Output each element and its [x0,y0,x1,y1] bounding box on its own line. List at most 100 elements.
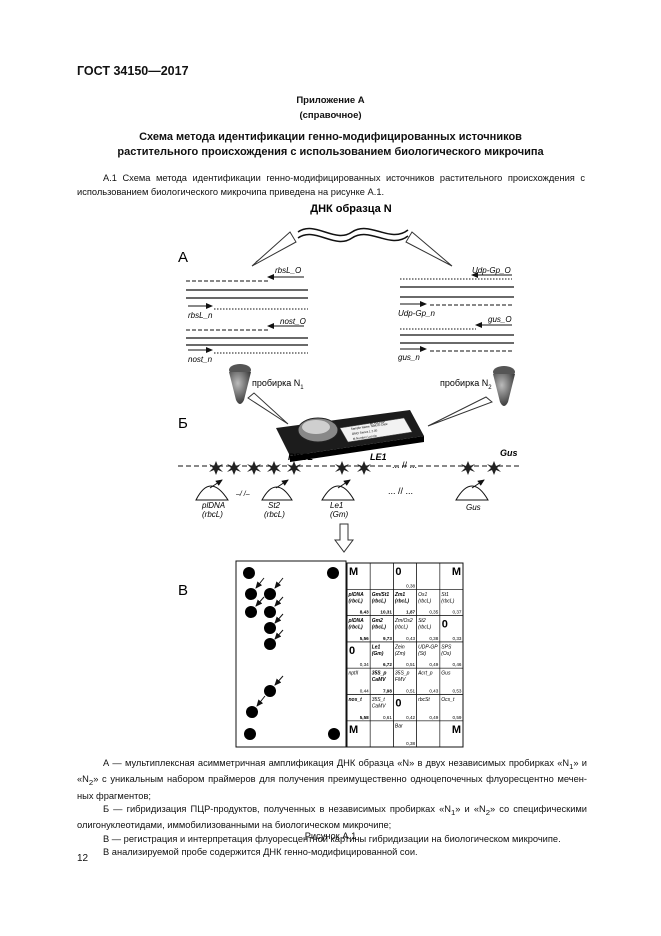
grid-cell-label: Ocs_t [441,697,455,703]
grid-cell-label: Zm/Os2 [394,618,413,624]
grid-cell-value: 0,44 [360,689,369,694]
primer-gus-o: gus_O [488,315,512,324]
grid-cell-label: Zm1 [394,592,406,598]
dna-wave-bottom [297,233,409,243]
legend-conclusion: В анализируемой пробе содержится ДНК ген… [103,847,418,858]
probe-pldna-sub: (rbcL) [202,510,223,519]
arrow-left-head [251,231,297,267]
dna-sample-label: ДНК образца N [310,203,392,215]
grid-cell-value: 0,33 [453,636,462,641]
grid-cell-label: M [349,724,358,736]
grid-cell-label: plDNA [348,618,365,624]
grid-cell-value: 0,37 [453,610,462,615]
arrow-down-to-chip [334,523,354,553]
grid-cell-value: 0,34 [360,662,369,667]
section-heading: Схема метода идентификации генно-модифиц… [0,130,661,160]
primer-gus-n: gus_n [398,353,420,362]
grid-cell-value: 7,98 [383,689,392,694]
grid-cell-label: CaMV [372,704,387,710]
intro-paragraph: А.1 Схема метода идентификации генно-мод… [77,173,585,197]
probe-ellipsis-bottom: ... // ... [388,486,413,496]
grid-cell-value: 0,38 [406,583,415,588]
fragment-sep: –/ /– [235,491,250,498]
legend-a: А — мультиплексная асимметричная амплифи… [77,758,587,801]
grid-cell-label: (rbcL) [418,625,431,631]
grid-cell-value: 0,61 [383,715,392,720]
chip-text-4: M Number Lot n/a [353,434,378,441]
grid-cell-label: 0 [349,645,355,657]
grid-cell-label: St1 [441,592,449,598]
probe-le1: Le1 [330,501,343,510]
primer-nost-n: nost_n [188,355,213,364]
grid-cell-label: 35S_p [372,671,387,677]
grid-cell-label: M [452,724,461,736]
primer-rbsl-n: rbsL_n [188,311,213,320]
grid-cell-label: (rbcL) [349,598,364,604]
figure-a1: ДНК образца N А rbsL_O rbsL_n nost_O nos… [178,203,520,748]
hybridization-spots [243,567,340,740]
grid-cell-label: Acrt_p [417,671,433,677]
grid-cell-label: 0 [395,698,401,710]
grid-cell-label: (Os) [441,651,451,657]
grid-cell-value: 0,35 [429,610,438,615]
panel-c-label: В [178,582,188,599]
fragment-arrows [209,479,485,489]
right-amplicons: Udp-Gp_O Udp-Gp_n gus_O gus_n [398,266,514,362]
probe-st2-sub: (rbcL) [264,510,285,519]
grid-cell-label: plDNA [348,592,365,598]
grid-cell-label: M [452,566,461,578]
probe-label-gus: Gus [500,448,518,458]
chip-text-3: GMO Series 1 2.05 [352,428,378,436]
grid-cell-label: (rbcL) [418,598,431,604]
probe-ellipsis-top: ... // ... [392,460,417,470]
dna-wave-top [297,227,409,237]
grid-cell-label: nptII [349,671,359,677]
left-amplicons: rbsL_O rbsL_n nost_O nost_n [186,266,308,364]
primer-udp-o: Udp-Gp_O [472,266,511,275]
grid-cell-label: Le1 [372,644,381,650]
panel-b-label: Б [178,415,188,432]
grid-cell-label: (Gm) [372,651,384,657]
grid-cell-label: Bar [395,723,403,729]
grid-cell-value: 6,72 [383,662,392,667]
grid-cell-value: 5,56 [360,636,369,641]
panel-a-label: А [178,249,188,266]
grid-cell-value: 0,51 [406,662,415,667]
grid-cell-label: 35S_p [395,671,410,677]
grid-cell-value: 0,38 [406,741,415,746]
probe-le1-sub: (Gm) [330,510,349,519]
primer-nost-o: nost_O [280,317,306,326]
probe-label-rbcl: RBCL [288,452,313,462]
grid-cell-value: 5,58 [360,715,369,720]
chip-text-2: Sample Name Task ID Date [351,422,388,431]
grid-cell-label: nos_t [349,697,363,703]
appendix-type: (справочное) [299,110,362,121]
grid-cell-value: 10,31 [380,610,392,615]
grid-cell-label: (rbcL) [372,598,387,604]
grid-cell-label: (rbcL) [441,598,454,604]
grid-cell-value: 8,43 [360,610,369,615]
page-number: 12 [77,853,89,864]
grid-cell-label: (Zm) [395,651,406,657]
legend-b: Б — гибридизация ПЦР-продуктов, полученн… [77,803,587,831]
probe-gus: Gus [466,503,481,512]
grid-cell [439,720,464,748]
grid-cell-label: 0 [395,566,401,578]
figure-caption: Рисунок А.1 [304,831,357,841]
grid-cell-label: St2 [418,618,426,624]
grid-cell-value: 0,43 [406,636,415,641]
grid-cell-value: 0,49 [429,662,438,667]
arrow-tube1-chip [247,392,289,425]
grid-cell-value: 0,49 [429,715,438,720]
grid-cell-value: 9,73 [383,636,392,641]
probe-st2: St2 [268,501,281,510]
grid-cell-label: Gm/St1 [372,592,390,598]
tube-2-icon [493,366,515,406]
appendix-title: Приложение А [296,95,365,106]
legend-c: В — регистрация и интерпретация флуоресц… [103,833,561,844]
grid-cell-label: CaMV [372,677,387,683]
grid-cell-label: Os1 [418,592,427,598]
figure-legend: А — мультиплексная асимметричная амплифи… [77,757,587,859]
grid-cell-label: Gm2 [372,618,383,624]
